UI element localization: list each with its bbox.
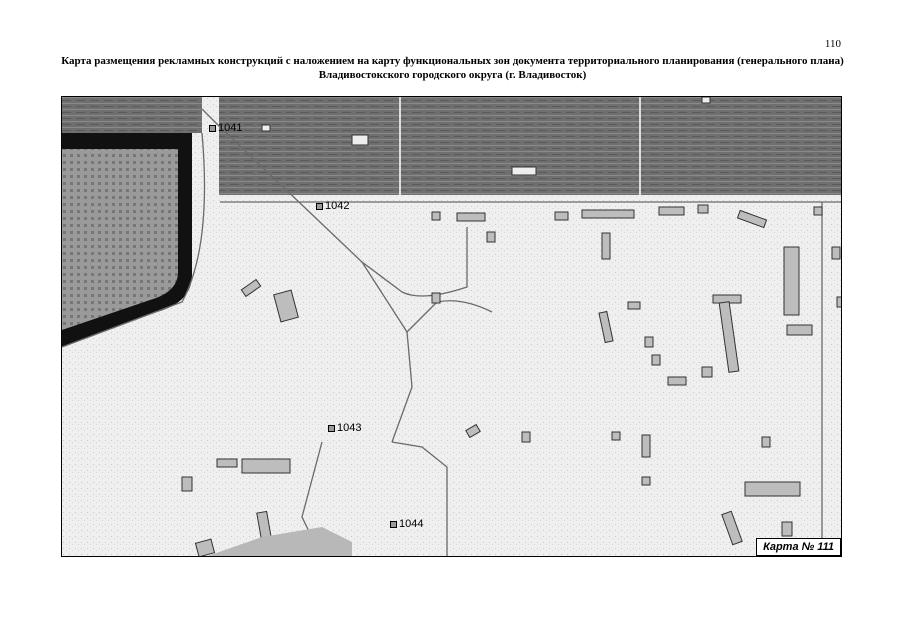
marker-box-1044[interactable] <box>390 521 397 528</box>
page-number: 110 <box>824 38 841 50</box>
map-frame[interactable]: 1041 1042 1043 1044 Карта № 111 <box>61 96 842 557</box>
marker-box-1043[interactable] <box>328 425 335 432</box>
buildings <box>181 97 841 556</box>
marker-box-1041[interactable] <box>209 125 216 132</box>
special-zone <box>62 149 178 330</box>
marker-box-1042[interactable] <box>316 203 323 210</box>
marker-label-1043[interactable]: 1043 <box>337 422 362 434</box>
marker-label-1041[interactable]: 1041 <box>218 122 243 134</box>
marker-label-1042[interactable]: 1042 <box>325 200 350 212</box>
map-number-label: Карта № 111 <box>756 538 841 556</box>
map-title: Карта размещения рекламных конструкций с… <box>61 55 844 81</box>
marker-label-1044[interactable]: 1044 <box>399 518 424 530</box>
shaded-area <box>207 527 352 556</box>
map-canvas[interactable] <box>62 97 842 557</box>
roads <box>62 108 841 556</box>
residential-zone-top-left <box>62 97 202 133</box>
residential-zone-top <box>219 97 841 195</box>
